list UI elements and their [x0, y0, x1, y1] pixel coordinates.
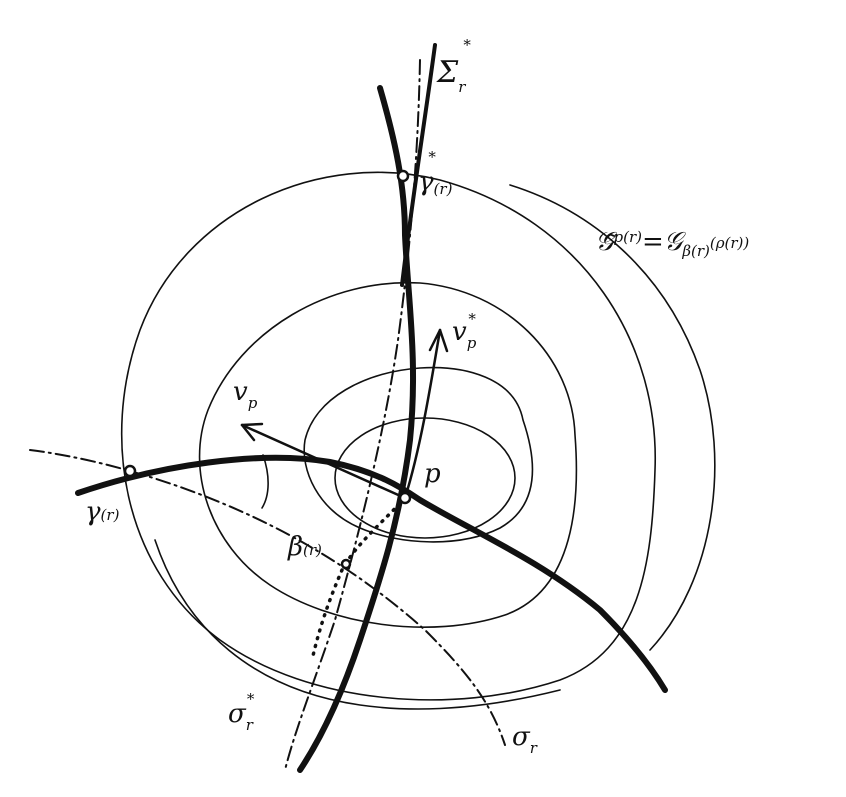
- label-v-p-star: vp*: [452, 310, 477, 352]
- points: [123, 169, 412, 570]
- label-v-p: vp: [233, 377, 258, 412]
- gamma-curve: [75, 454, 668, 693]
- label-gamma-r: γ(r): [85, 497, 120, 527]
- sigma-star-r-curve: [297, 85, 417, 773]
- level-set-4: [120, 171, 656, 701]
- upper-arc: [400, 43, 437, 287]
- label-sigma-r: σr: [512, 722, 538, 757]
- small-hook: [261, 454, 269, 509]
- label-gamma-star: γ(r)*: [418, 148, 453, 198]
- v-p-vector-head: [240, 422, 264, 442]
- label-G-tilde: 𝒢̃p(r)=𝒢β(r)(ρ(r)): [595, 227, 749, 260]
- v-p-star-vector-head: [428, 328, 449, 353]
- v-p-star-vector: [403, 328, 442, 500]
- thick-curves: [75, 43, 668, 773]
- level-sets: [120, 171, 716, 710]
- level-set-2: [303, 366, 534, 543]
- gamma-star-point: [396, 169, 410, 183]
- label-beta-r: β(r): [287, 532, 322, 562]
- label-Sigma-star-r: Σr*: [436, 36, 471, 96]
- dotted-curve: [310, 496, 407, 662]
- level-set-5b: [154, 539, 561, 710]
- gamma-point: [123, 464, 137, 478]
- label-sigma-star-r: σr*: [228, 690, 255, 734]
- level-set-3: [198, 281, 578, 628]
- label-p: p: [424, 459, 441, 489]
- labels: Σr* γ(r)* 𝒢̃p(r)=𝒢β(r)(ρ(r)) vp* vp p γ(…: [85, 36, 749, 757]
- v-p-vector: [240, 423, 407, 500]
- p-point: [398, 491, 412, 505]
- dash-dot-curves: [29, 59, 506, 771]
- level-set-5: [509, 184, 716, 651]
- beta-point: [340, 558, 352, 570]
- vectors: [240, 328, 449, 500]
